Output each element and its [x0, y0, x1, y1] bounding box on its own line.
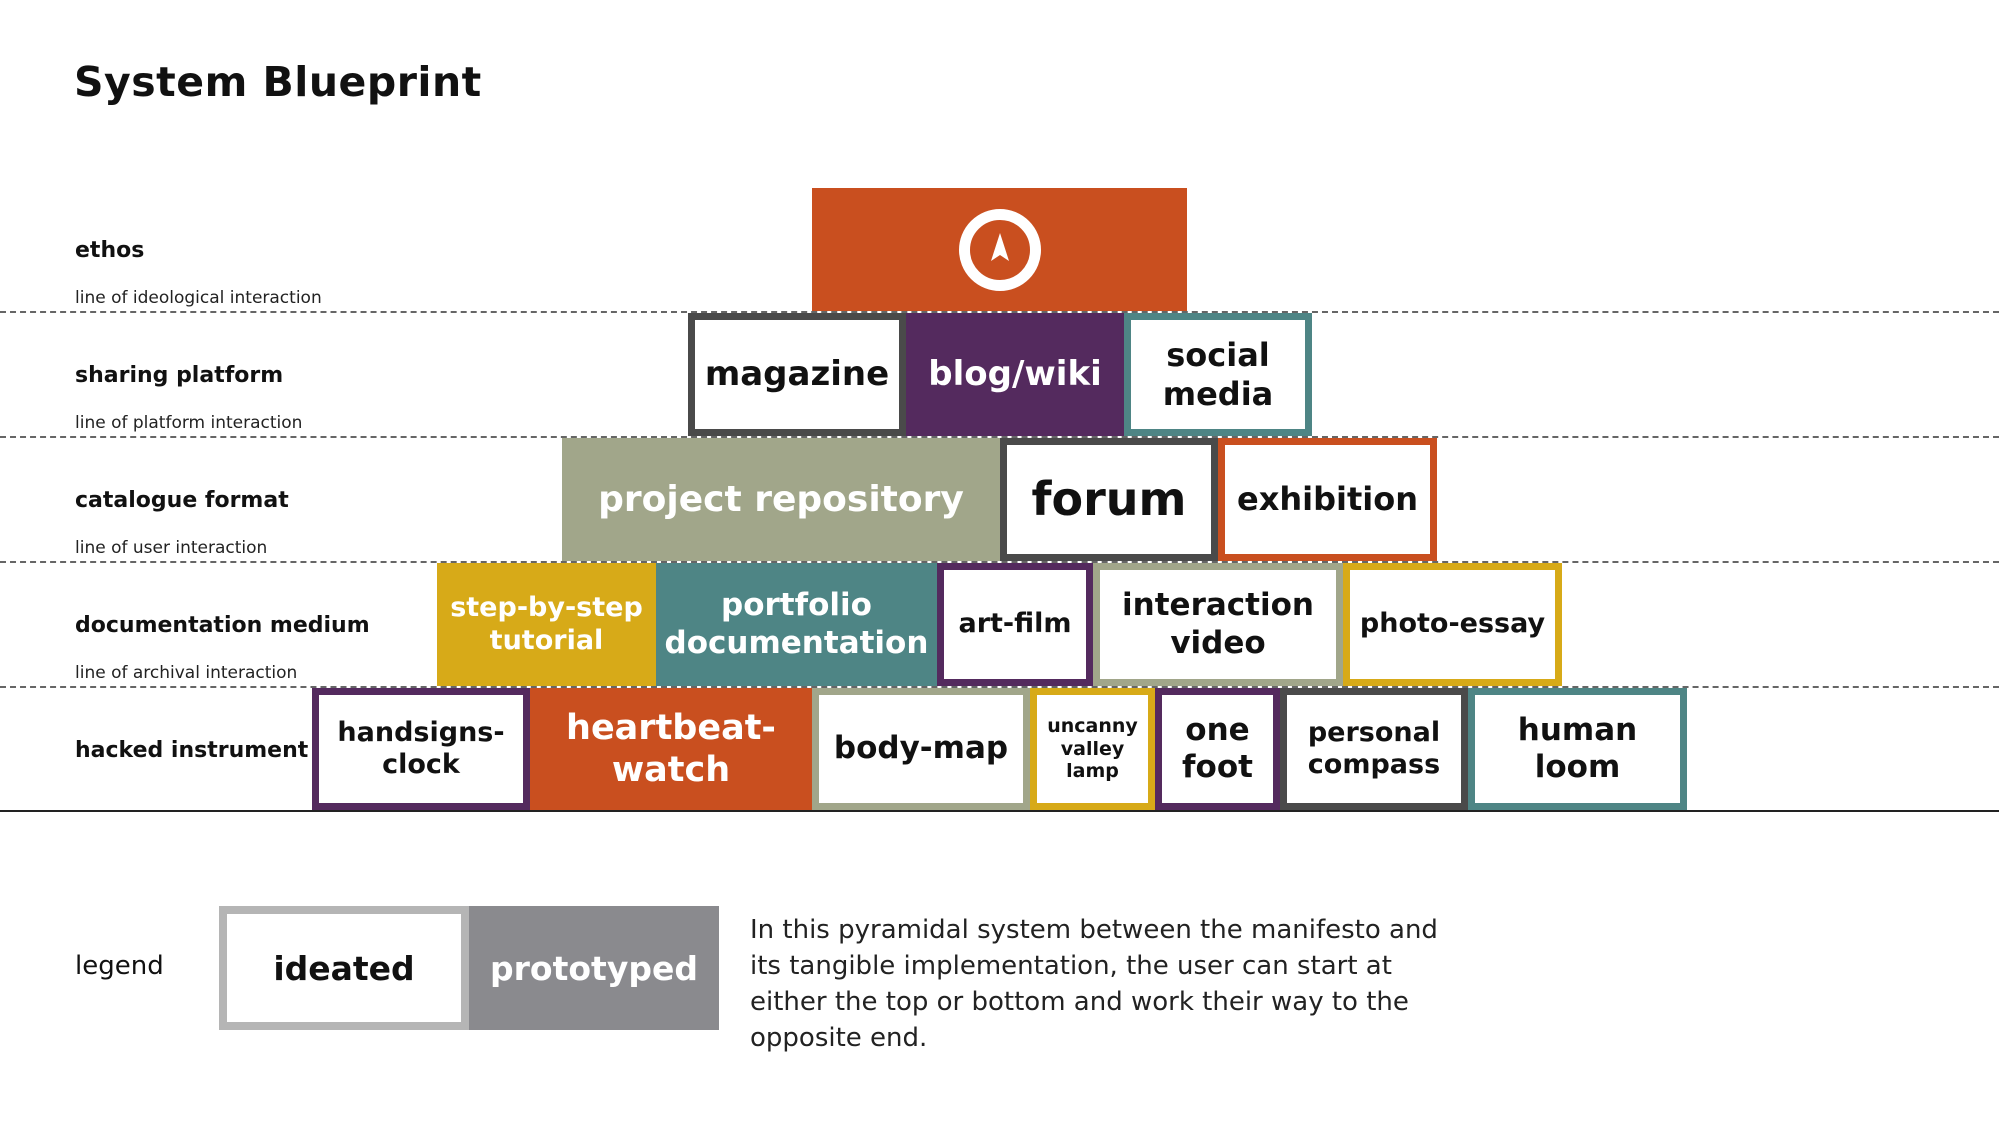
block-label: one	[1185, 711, 1250, 748]
compass-icon	[958, 208, 1041, 291]
block-label: blog/wiki	[928, 354, 1102, 395]
block-label: valley	[1060, 737, 1125, 760]
block-label: handsigns-	[337, 716, 505, 748]
block-label: project repository	[598, 478, 964, 520]
block-label: watch	[611, 750, 731, 790]
row-label-catalogue-format: catalogue format	[75, 488, 289, 513]
block-label: heartbeat-	[566, 708, 776, 748]
divider-platform	[0, 436, 1999, 438]
block-label: body-map	[833, 730, 1009, 767]
block-label: media	[1162, 374, 1274, 413]
block-exhibition: exhibition	[1218, 438, 1437, 561]
block-blog-wiki: blog/wiki	[906, 313, 1124, 436]
row-label-sharing-platform: sharing platform	[75, 363, 284, 388]
line-label-user: line of user interaction	[75, 538, 268, 558]
block-label: uncanny	[1047, 714, 1138, 737]
block-art-film: art-film	[937, 563, 1093, 686]
divider-ideological	[0, 311, 1999, 313]
baseline	[0, 810, 1999, 812]
block-heartbeat-watch: heartbeat-watch	[530, 688, 812, 810]
block-label: step-by-step	[450, 592, 643, 624]
page-title: System Blueprint	[74, 58, 482, 106]
block-label: exhibition	[1237, 480, 1418, 519]
block-body-map: body-map	[812, 688, 1030, 810]
row-label-ethos: ethos	[75, 238, 145, 263]
block-label: photo-essay	[1359, 608, 1546, 640]
block-label: portfolio	[721, 587, 872, 624]
block-label: tutorial	[489, 624, 604, 656]
line-label-ideological: line of ideological interaction	[75, 288, 322, 308]
block-label: clock	[382, 749, 460, 780]
block-label: forum	[1031, 471, 1187, 526]
block-label: lamp	[1066, 760, 1119, 783]
block-forum: forum	[1000, 438, 1218, 561]
legend-description: In this pyramidal system between the man…	[750, 915, 1438, 1053]
block-photo-essay: photo-essay	[1343, 563, 1562, 686]
line-label-archival: line of archival interaction	[75, 663, 298, 683]
block-handsigns-clock: handsigns-clock	[312, 688, 530, 810]
block-label: loom	[1534, 749, 1621, 785]
block-label: personal	[1307, 716, 1441, 748]
legend-ideated: ideated	[219, 906, 469, 1030]
legend-label: legend	[75, 951, 164, 981]
divider-user	[0, 561, 1999, 563]
block-label: video	[1170, 624, 1266, 661]
block-label: interaction	[1122, 587, 1314, 624]
block-ethos	[812, 188, 1187, 311]
divider-archival	[0, 686, 1999, 688]
block-label: compass	[1307, 749, 1441, 780]
legend-ideated-label: ideated	[273, 948, 415, 988]
block-label: magazine	[704, 354, 890, 395]
line-label-platform: line of platform interaction	[75, 413, 303, 433]
block-label: documentation	[664, 624, 929, 661]
block-label: foot	[1182, 749, 1253, 785]
block-label: social	[1166, 336, 1270, 375]
block-label: art-film	[958, 608, 1072, 640]
block-project-repository: project repository	[562, 438, 1000, 561]
block-magazine: magazine	[688, 313, 906, 436]
legend-prototyped-label: prototyped	[490, 948, 698, 988]
block-label: human	[1517, 711, 1638, 748]
legend-prototyped: prototyped	[469, 906, 719, 1030]
row-label-hacked-instrument: hacked instrument	[75, 738, 309, 763]
row-label-documentation-medium: documentation medium	[75, 613, 370, 638]
